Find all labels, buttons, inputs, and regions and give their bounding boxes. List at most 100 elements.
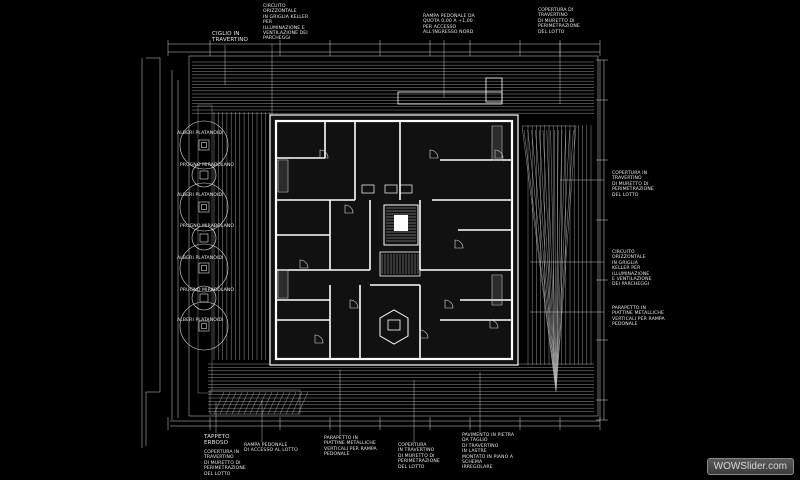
door-swing xyxy=(299,259,309,269)
shrub-canopy xyxy=(191,285,217,311)
entrance-core xyxy=(387,319,401,331)
ramp-hatch xyxy=(261,391,273,415)
dimension-lines xyxy=(141,40,608,448)
ramp-line xyxy=(546,129,557,391)
label-parapetto-right: PARAPETTO IN PIATTINE METALLICHE VERTICA… xyxy=(612,306,665,328)
balcony xyxy=(491,274,503,306)
ramp-line xyxy=(555,129,574,391)
ramp-hatch xyxy=(231,391,243,415)
ramp-hatch xyxy=(213,391,225,415)
label-tree-7: ALBERI PLATANOIDI xyxy=(177,318,224,323)
door-swing xyxy=(429,149,439,159)
annotation-leaders xyxy=(215,40,604,442)
shrub-pit xyxy=(199,170,209,180)
ramp-line xyxy=(535,129,557,391)
label-copertura-bot-1: COPERTURA IN TRAVERTINO DI MURETTO DI PE… xyxy=(204,450,246,477)
shrub-canopy xyxy=(191,225,217,251)
label-copertura-right: COPERTURA IN TRAVERTINO DI MURETTO DI PE… xyxy=(612,171,654,198)
door-swing xyxy=(314,334,324,344)
door-swing xyxy=(454,239,464,249)
site-boundary xyxy=(188,55,599,417)
door-swing xyxy=(319,149,329,159)
ramp-line xyxy=(554,129,557,391)
label-tree-3: ALBERI PLATANOIDI xyxy=(177,193,224,198)
ramp-line xyxy=(555,129,559,391)
building-plan xyxy=(269,77,519,366)
label-parapetto-bot: PARAPETTO IN PIATTINE METALLICHE VERTICA… xyxy=(324,436,377,458)
right-ramp xyxy=(521,125,577,393)
ramp-hatch xyxy=(243,391,255,415)
tree-canopy xyxy=(179,301,229,351)
travertine-decking xyxy=(192,61,594,415)
shrub-pit xyxy=(199,233,209,243)
ramp-hatch xyxy=(273,391,285,415)
label-rampa-accesso: RAMPA PEDONALE DI ACCESSO AL LOTTO xyxy=(244,443,298,454)
label-copertura-top: COPERTURA DI TRAVERTINO DI MURETTO DI PE… xyxy=(538,8,580,35)
label-tree-2: PRUGNO MIRABOLANO xyxy=(180,163,235,168)
tree-canopy xyxy=(179,120,229,170)
ramp-line xyxy=(527,129,557,391)
label-tree-1: ALBERI PLATANOIDI xyxy=(177,131,224,136)
ramp-line xyxy=(539,129,557,391)
label-circuito-top: CIRCUITO ORIZZONTALE IN GRIGLIA KELLER P… xyxy=(263,4,309,42)
tree-row xyxy=(179,104,229,394)
label-tree-4: PRUGNO MIRABOLANO xyxy=(180,224,235,229)
shrub-canopy xyxy=(191,162,217,188)
tree-pit xyxy=(198,262,210,274)
tree-pit xyxy=(198,201,210,213)
balcony xyxy=(491,125,503,161)
label-copertura-bot-2: COPERTURA IN TRAVERTINO DI MURETTO DI PE… xyxy=(398,443,440,470)
central-stair xyxy=(379,251,421,277)
shrub-pit xyxy=(199,293,209,303)
ramp-line xyxy=(542,129,557,391)
stair-core xyxy=(383,204,419,246)
tree-canopy xyxy=(179,182,229,232)
ramp-hatch xyxy=(225,391,237,415)
building-inner-wall xyxy=(274,119,514,361)
kitchen-fixture xyxy=(361,184,375,194)
kitchen-fixture xyxy=(399,184,413,194)
tree-canopy xyxy=(179,243,229,293)
tree-trunk xyxy=(201,204,207,210)
tree-pit xyxy=(198,139,210,151)
ramp-hatch xyxy=(267,391,279,415)
door-swing xyxy=(489,319,499,329)
ramp-hatch xyxy=(291,391,303,415)
tree-trunk xyxy=(201,142,207,148)
kitchen-fixture xyxy=(384,184,398,194)
ramp-line xyxy=(555,129,566,391)
label-ciglio: CIGLIO IN TRAVERTINO xyxy=(212,31,249,44)
ramp-line xyxy=(555,129,570,391)
lift-shaft xyxy=(394,215,408,231)
label-circuito-right: CIRCUITO ORIZZONTALE IN GRIGLIA KELLER P… xyxy=(612,250,652,288)
ramp-hatch xyxy=(237,391,249,415)
ramp-line xyxy=(550,129,557,391)
label-tree-5: ALBERI PLATANOIDI xyxy=(177,256,224,261)
door-swing xyxy=(419,329,429,339)
ramp-hatch xyxy=(285,391,297,415)
label-rampa-nord: RAMPA PEDONALE DA QUOTA 0,00 A +1,00 PER… xyxy=(423,14,475,36)
ramp-line xyxy=(523,129,557,391)
ramp-line xyxy=(531,129,557,391)
ramp-hatch xyxy=(279,391,291,415)
north-entry-landing xyxy=(485,77,503,103)
door-swing xyxy=(444,299,454,309)
ramp-hatch xyxy=(255,391,267,415)
label-tree-6: PRUGNO MIRABOLANO xyxy=(180,288,235,293)
ramp-line xyxy=(555,129,563,391)
label-pavimento: PAVIMENTO IN PIETRA DA TAGLIO DI TRAVERT… xyxy=(462,433,515,471)
door-swing xyxy=(344,204,354,214)
tree-trunk xyxy=(201,323,207,329)
tree-trunk xyxy=(201,265,207,271)
planting-strip xyxy=(197,104,213,394)
ramp-hatch xyxy=(219,391,231,415)
ramp-hatch xyxy=(297,391,309,415)
label-tappeto: TAPPETO ERBOSO xyxy=(204,434,230,447)
watermark-badge: WOWSlider.com xyxy=(706,458,794,475)
entrance-hall xyxy=(379,309,409,345)
ramp-hatch xyxy=(249,391,261,415)
tree-pit xyxy=(198,320,210,332)
street-curb xyxy=(145,57,161,446)
